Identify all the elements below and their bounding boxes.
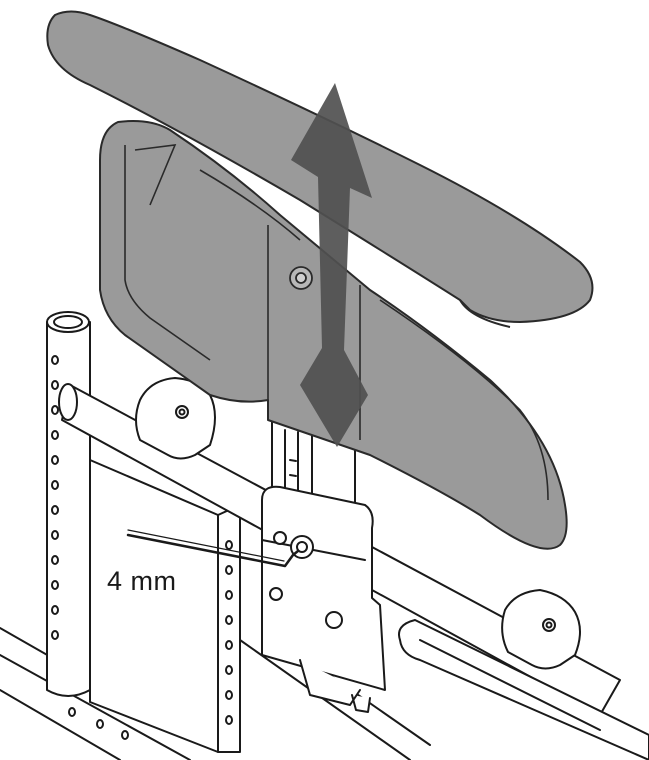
- rear-tube: [398, 619, 649, 760]
- hex-key-icon: [126, 533, 300, 568]
- left-clamp: [135, 377, 216, 460]
- adjustment-arrow-icon: [291, 83, 372, 447]
- tube-holes: [51, 355, 233, 740]
- right-clamp: [501, 589, 581, 670]
- hex-key-size-label: 4 mm: [107, 566, 177, 596]
- mounting-bracket: [261, 485, 386, 713]
- headrest-screw: [289, 266, 313, 290]
- cushion-seams: [124, 144, 549, 501]
